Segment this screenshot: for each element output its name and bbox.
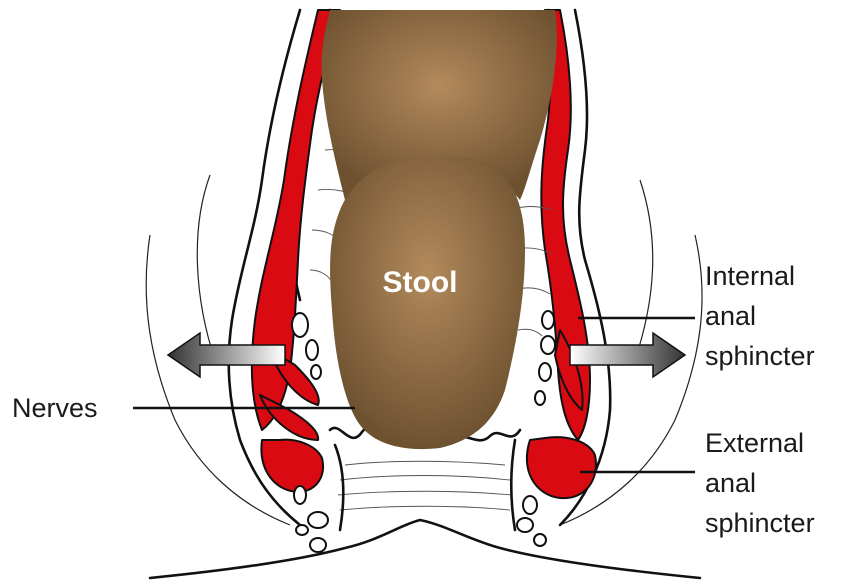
stool-lower — [330, 156, 525, 450]
internal-sphincter-label: Internal anal sphincter — [705, 261, 815, 371]
external-sphincter-label-line1: External — [705, 428, 804, 458]
external-sphincter-label: External anal sphincter — [705, 428, 815, 538]
stool-label: Stool — [383, 266, 458, 299]
internal-sphincter-label-line2: anal — [705, 301, 756, 331]
external-sphincter-label-line2: anal — [705, 468, 756, 498]
internal-sphincter-label-line1: Internal — [705, 261, 795, 291]
nerves-label: Nerves — [12, 393, 98, 423]
right-external-sphincter-muscle — [527, 437, 596, 498]
stool: Stool — [322, 10, 557, 449]
external-sphincter-label-line3: sphincter — [705, 508, 815, 538]
internal-sphincter-label-line3: sphincter — [705, 341, 815, 371]
skin-line — [150, 520, 700, 578]
left-external-sphincter-muscle — [261, 440, 323, 492]
